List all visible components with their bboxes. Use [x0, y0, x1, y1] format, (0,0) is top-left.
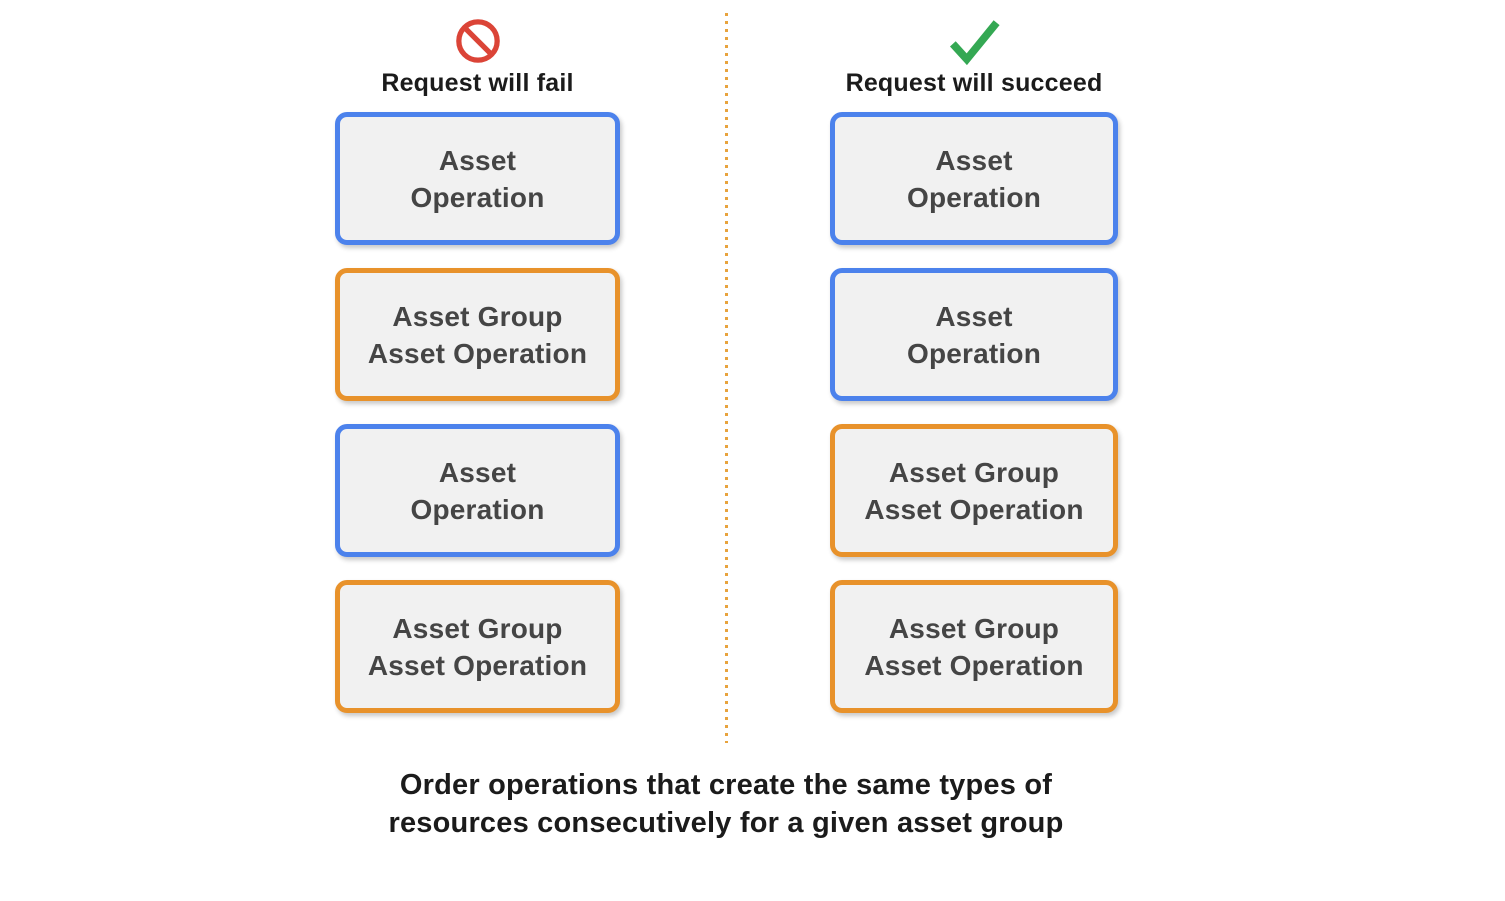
flow-box-asset-group-asset-operation: Asset Group Asset Operation	[830, 424, 1118, 557]
flow-box-label-line: Operation	[410, 493, 545, 525]
flow-box-label-line: Operation	[906, 337, 1042, 369]
flow-box-label-line: Asset	[438, 144, 517, 176]
flow-box-asset-group-asset-operation: Asset Group Asset Operation	[830, 580, 1118, 713]
prohibition-icon	[455, 16, 501, 66]
succeed-column: Request will succeed Asset Operation Ass…	[830, 16, 1118, 713]
flow-box-asset-operation: Asset Operation	[830, 268, 1118, 401]
dotted-divider	[725, 13, 728, 743]
flow-box-label-line: Asset	[935, 144, 1013, 176]
checkmark-icon	[945, 16, 1003, 66]
flow-box-asset-group-asset-operation: Asset Group Asset Operation	[335, 268, 620, 401]
flow-box-label-line: Asset Operation	[864, 493, 1084, 525]
flow-box-asset-operation: Asset Operation	[335, 112, 620, 245]
flow-box-label-line: Operation	[906, 181, 1042, 213]
fail-column-title: Request will fail	[381, 69, 574, 97]
flow-box-label-line: Asset Group	[888, 456, 1060, 488]
flow-box-label-line: Asset Group	[392, 612, 563, 644]
flow-box-label-line: Asset Group	[392, 300, 563, 332]
succeed-column-header: Request will succeed	[846, 16, 1103, 98]
succeed-column-title: Request will succeed	[845, 69, 1103, 97]
fail-column: Request will fail Asset Operation Asset …	[335, 16, 620, 713]
flow-box-label-line: Asset Group	[888, 612, 1060, 644]
flow-box-asset-operation: Asset Operation	[830, 112, 1118, 245]
flow-box-label-line: Operation	[410, 181, 545, 213]
flow-box-label-line: Asset	[935, 300, 1013, 332]
fail-box-stack: Asset Operation Asset Group Asset Operat…	[335, 112, 620, 713]
flow-box-asset-group-asset-operation: Asset Group Asset Operation	[335, 580, 620, 713]
flow-box-label-line: Asset Operation	[367, 649, 588, 681]
flow-box-label-line: Asset Operation	[864, 649, 1084, 681]
flow-box-label-line: Asset	[438, 456, 517, 488]
flow-box-label-line: Asset Operation	[367, 337, 588, 369]
fail-column-header: Request will fail	[381, 16, 573, 98]
flow-box-asset-operation: Asset Operation	[335, 424, 620, 557]
succeed-box-stack: Asset Operation Asset Operation Asset Gr…	[830, 112, 1118, 713]
diagram-caption: Order operations that create the same ty…	[388, 769, 1064, 839]
